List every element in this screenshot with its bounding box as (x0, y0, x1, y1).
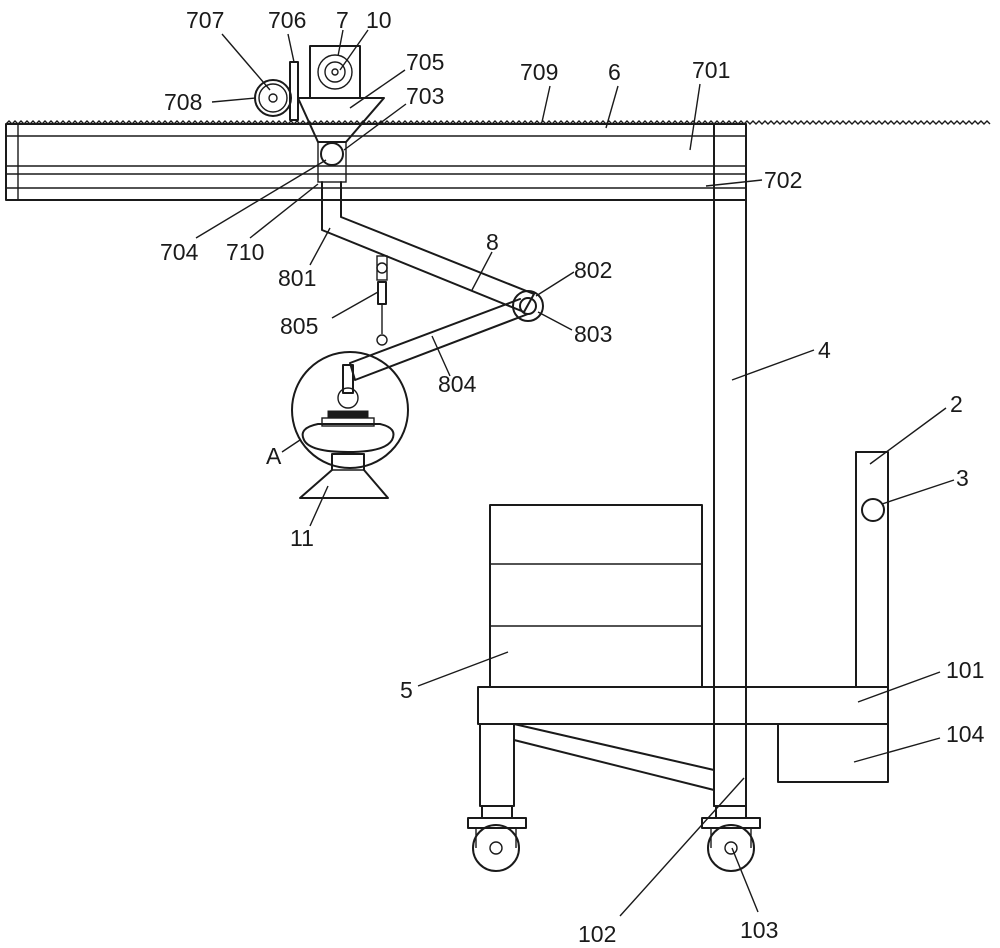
label-102: 102 (578, 921, 616, 947)
base-platform (477, 686, 889, 725)
toothed-rack (5, 120, 991, 125)
label-803: 803 (574, 321, 612, 347)
right-caster (701, 805, 761, 872)
label-805: 805 (280, 313, 318, 339)
vertical-column (713, 123, 747, 807)
mounting-plate (289, 61, 299, 121)
label-705: 705 (406, 49, 444, 75)
reference-labels: 707 706 7 10 705 709 6 701 708 703 702 7… (160, 7, 985, 947)
upper-arm (321, 181, 535, 313)
label-702: 702 (764, 167, 802, 193)
label-101: 101 (946, 657, 984, 683)
label-703: 703 (406, 83, 444, 109)
label-802: 802 (574, 257, 612, 283)
suction-cup (299, 453, 389, 499)
diagonal-brace (513, 723, 715, 791)
elbow-joint-outer (512, 290, 544, 322)
left-leg (479, 723, 515, 807)
label-704: 704 (160, 239, 199, 265)
detail-circle (291, 351, 409, 469)
pivot-joint (320, 142, 344, 166)
label-3: 3 (956, 465, 969, 491)
label-11: 11 (290, 525, 314, 551)
label-2: 2 (950, 391, 963, 417)
label-A: A (266, 443, 282, 469)
label-707: 707 (186, 7, 224, 33)
hydraulic-cylinder (376, 255, 388, 346)
knob (861, 498, 885, 522)
label-706: 706 (268, 7, 306, 33)
handle-post (855, 451, 889, 688)
label-103: 103 (740, 917, 778, 943)
label-708: 708 (164, 89, 202, 115)
label-709: 709 (520, 59, 558, 85)
label-6: 6 (608, 59, 621, 85)
label-10: 10 (366, 7, 392, 33)
label-8: 8 (486, 229, 499, 255)
label-4: 4 (818, 337, 831, 363)
slider-block (317, 141, 347, 183)
gripper-head (301, 364, 395, 453)
label-801: 801 (278, 265, 316, 291)
drive-motor (309, 45, 361, 99)
leader-lines (195, 29, 955, 917)
label-5: 5 (400, 677, 413, 703)
counterweight-block (777, 723, 889, 783)
storage-box (489, 504, 703, 688)
horizontal-rail-beam (5, 123, 747, 201)
gear-wheel (254, 79, 292, 117)
label-710: 710 (226, 239, 264, 265)
label-7: 7 (336, 7, 349, 33)
label-804: 804 (438, 371, 477, 397)
left-caster (467, 805, 527, 872)
label-701: 701 (692, 57, 730, 83)
label-104: 104 (946, 721, 985, 747)
